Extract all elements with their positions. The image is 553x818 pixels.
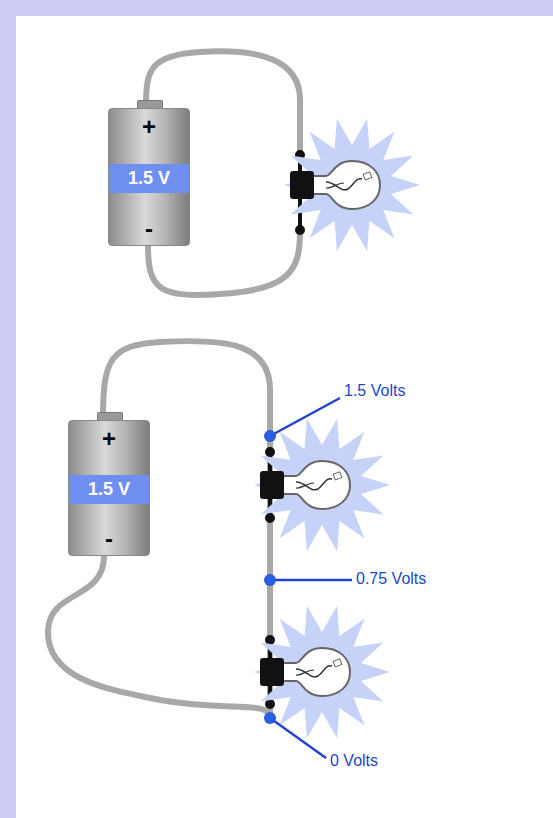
- battery-cap: [97, 412, 123, 420]
- voltage-rating: 1.5 V: [109, 164, 189, 193]
- polarity-sign: -: [109, 217, 189, 241]
- battery: +1.5 V -: [108, 108, 190, 246]
- polarity-sign: -: [69, 527, 149, 551]
- battery: +1.5 V -: [68, 420, 150, 556]
- voltage-label: 0.75 Volts: [356, 570, 426, 588]
- polarity-sign: +: [109, 115, 189, 139]
- battery-cap: [137, 100, 163, 108]
- voltage-label: 1.5 Volts: [344, 382, 405, 400]
- polarity-sign: +: [69, 427, 149, 451]
- voltage-rating: 1.5 V: [69, 475, 149, 504]
- voltage-label: 0 Volts: [330, 752, 378, 770]
